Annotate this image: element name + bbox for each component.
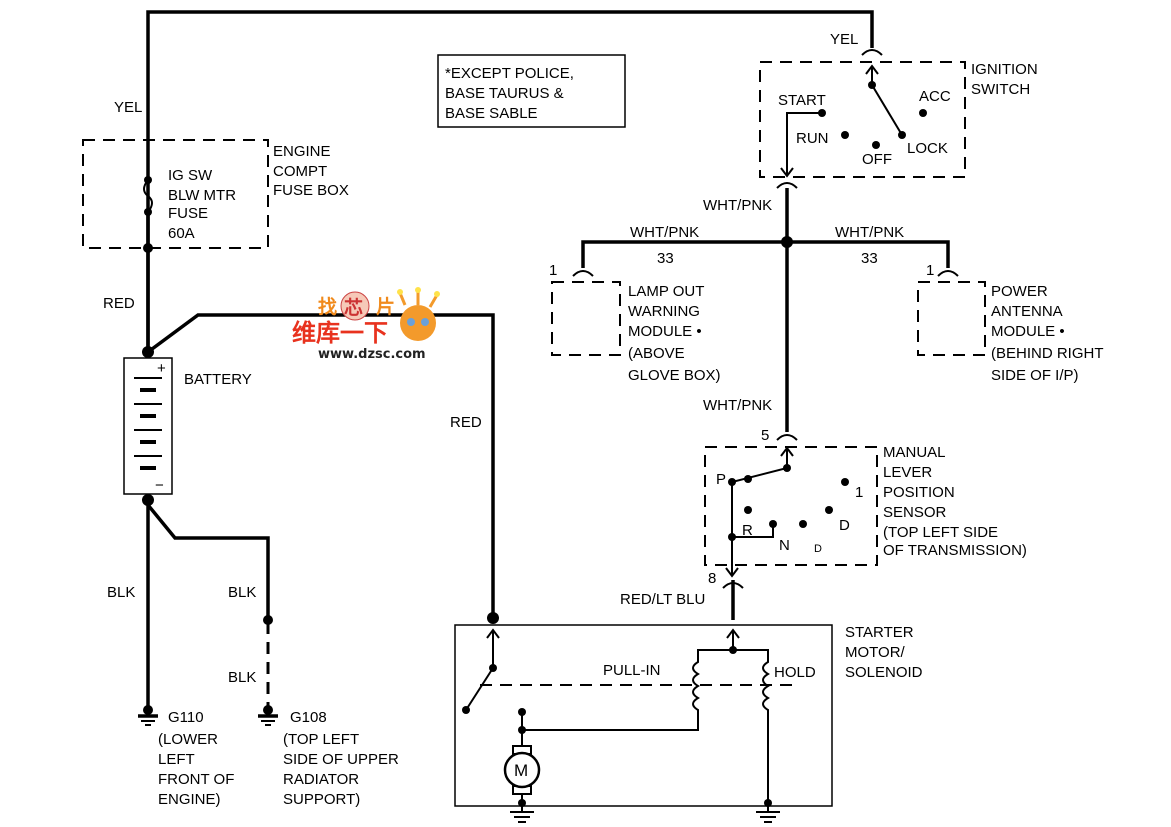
note-line: BASE TAURUS &	[445, 85, 564, 102]
pin-number: 5	[761, 427, 769, 444]
pin-number: 1	[926, 262, 934, 279]
wire-label: RED	[103, 295, 135, 312]
ground-location: (LOWER	[158, 731, 218, 748]
coil-label: PULL-IN	[603, 662, 661, 679]
svg-text:www.dzsc.com: www.dzsc.com	[318, 347, 426, 362]
component-label: FUSE BOX	[273, 182, 349, 199]
ground-id: G108	[290, 709, 327, 726]
ground-location: ENGINE)	[158, 791, 221, 808]
component-label: MODULE •	[628, 323, 702, 340]
component-label: ANTENNA	[991, 303, 1063, 320]
battery: + − BATTERY	[123, 357, 252, 495]
component-label: POSITION	[883, 484, 955, 501]
switch-position-label: ACC	[919, 88, 951, 105]
component-label: SIDE OF I/P)	[991, 367, 1079, 384]
watermark-logo: 找 芯 片 维库一下 www.dzsc.com	[292, 287, 440, 362]
note-box: *EXCEPT POLICE, BASE TAURUS & BASE SABLE	[437, 54, 626, 128]
ground-location: SUPPORT)	[283, 791, 360, 808]
manual-lever-position-sensor: 5 8 P R N D D 1 MANUAL LEVER POSITION SE…	[704, 427, 1027, 589]
component-label: SOLENOID	[845, 664, 923, 681]
fuse-box: IG SW BLW MTR FUSE 60A ENGINE COMPT FUSE…	[82, 139, 349, 249]
ground-location: LEFT	[158, 751, 195, 768]
svg-text:芯: 芯	[344, 296, 363, 319]
wire-label: RED/LT BLU	[620, 591, 705, 608]
motor-icon	[503, 751, 541, 789]
component-label: MOTOR/	[845, 644, 906, 661]
component-label: COMPT	[273, 163, 327, 180]
circuit-number: 33	[861, 250, 878, 267]
pin-number: 1	[549, 262, 557, 279]
component-label: IGNITION	[971, 61, 1038, 78]
wire-label: WHT/PNK	[835, 224, 904, 241]
ground-id: G110	[168, 709, 204, 726]
fuse-label: 60A	[168, 225, 195, 242]
component-label: (BEHIND RIGHT	[991, 345, 1104, 362]
coil-label: HOLD	[774, 664, 816, 681]
wires	[146, 10, 950, 706]
lever-position-label: R	[742, 522, 753, 539]
ground-g110: G110 (LOWER LEFT FRONT OF ENGINE)	[138, 705, 234, 808]
power-antenna-module: 1 POWER ANTENNA MODULE • (BEHIND RIGHT S…	[917, 262, 1104, 384]
battery-minus: −	[155, 477, 164, 494]
wire-label: WHT/PNK	[630, 224, 699, 241]
lever-position-label: P	[716, 471, 726, 488]
wire-label: BLK	[107, 584, 135, 601]
component-label: OF TRANSMISSION)	[883, 542, 1027, 559]
ground-g108: G108 (TOP LEFT SIDE OF UPPER RADIATOR SU…	[258, 705, 399, 808]
pin-number: 8	[708, 570, 716, 587]
switch-position-label: RUN	[796, 130, 829, 147]
circuit-number: 33	[657, 250, 674, 267]
component-label: GLOVE BOX)	[628, 367, 721, 384]
svg-text:找: 找	[318, 296, 337, 318]
component-label: SWITCH	[971, 81, 1030, 98]
ground-location: RADIATOR	[283, 771, 359, 788]
wire-label: WHT/PNK	[703, 397, 772, 414]
wire-label: WHT/PNK	[703, 197, 772, 214]
component-label: MANUAL	[883, 444, 946, 461]
component-label: BATTERY	[184, 371, 252, 388]
wire-label: YEL	[114, 99, 142, 116]
svg-text:片: 片	[376, 295, 395, 318]
wire-label: BLK	[228, 669, 256, 686]
fuse-label: BLW MTR	[168, 187, 236, 204]
note-line: BASE SABLE	[445, 105, 538, 122]
ignition-switch: START ACC RUN OFF LOCK IGNITION SWITCH	[759, 49, 1038, 189]
ground-location: SIDE OF UPPER	[283, 751, 399, 768]
switch-position-label: OFF	[862, 151, 892, 168]
component-label: STARTER	[845, 624, 914, 641]
switch-position-label: LOCK	[907, 140, 948, 157]
lever-position-label: 1	[855, 484, 863, 501]
component-label: POWER	[991, 283, 1048, 300]
fuse-label: IG SW	[168, 167, 213, 184]
note-line: *EXCEPT POLICE,	[445, 65, 574, 82]
battery-plus: +	[157, 360, 166, 377]
switch-position-label: START	[778, 92, 826, 109]
component-label: SENSOR	[883, 504, 947, 521]
lever-position-label: D	[839, 517, 850, 534]
component-label: (TOP LEFT SIDE	[883, 524, 998, 541]
component-label: (ABOVE	[628, 345, 685, 362]
component-label: MODULE •	[991, 323, 1065, 340]
motor-label: M	[514, 761, 528, 780]
svg-text:维库一下: 维库一下	[292, 319, 388, 347]
wire-label: RED	[450, 414, 482, 431]
wire-label: YEL	[830, 31, 858, 48]
component-label: WARNING	[628, 303, 700, 320]
starter-motor-solenoid: M PULL-IN HOLD STARTER MOTOR/ SOLENOID	[454, 624, 923, 823]
fuse-label: FUSE	[168, 205, 208, 222]
ground-location: (TOP LEFT	[283, 731, 359, 748]
wire-label: BLK	[228, 584, 256, 601]
component-label: LEVER	[883, 464, 932, 481]
lever-position-label: N	[779, 537, 790, 554]
ground-location: FRONT OF	[158, 771, 234, 788]
component-label: LAMP OUT	[628, 283, 704, 300]
lever-position-label: D	[814, 543, 822, 555]
lamp-out-module: 1 LAMP OUT WARNING MODULE • (ABOVE GLOVE…	[549, 262, 721, 384]
component-label: ENGINE	[273, 143, 331, 160]
